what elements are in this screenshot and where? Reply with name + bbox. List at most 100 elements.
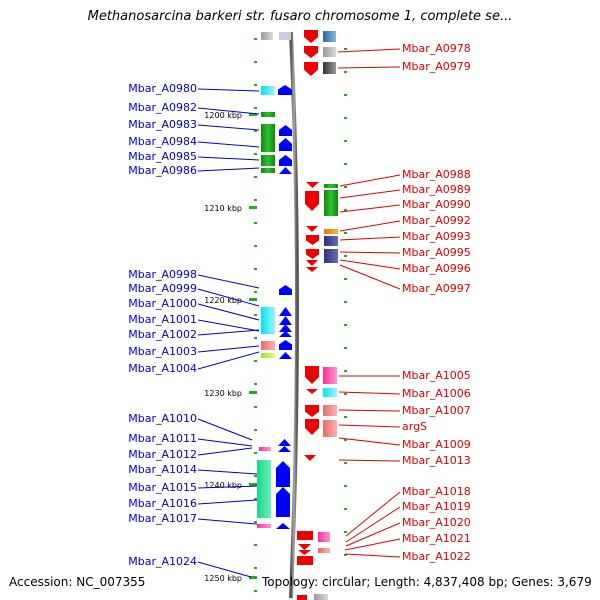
guide-dash	[254, 61, 257, 63]
left-gene-label: Mbar_A1011	[128, 432, 197, 445]
reverse-arrow	[298, 544, 311, 550]
tick-mark	[249, 576, 257, 579]
right-gene-label: Mbar_A1006	[402, 387, 471, 400]
tick-mark	[249, 298, 257, 301]
guide-dash	[254, 153, 257, 155]
left-gene-label: Mbar_A1000	[128, 297, 197, 310]
right-leader-line	[338, 459, 401, 462]
guide-dash	[254, 291, 257, 293]
guide-dash	[254, 314, 257, 316]
left-gene-label: Mbar_A1004	[128, 362, 197, 375]
left-gene-label: Mbar_A0982	[128, 101, 197, 114]
gene-box	[261, 32, 273, 40]
guide-dash	[344, 301, 347, 303]
gene-features	[251, 30, 338, 600]
right-gene-label: Mbar_A1018	[402, 485, 471, 498]
right-gene-label: Mbar_A0993	[402, 230, 471, 243]
gene-box	[323, 31, 336, 42]
guide-dash	[344, 370, 347, 372]
gene-box	[323, 367, 337, 384]
reverse-arrow	[298, 550, 311, 555]
reverse-arrow	[306, 249, 319, 259]
guide-dash	[254, 176, 257, 178]
forward-arrow	[276, 523, 290, 529]
left-leader-line	[197, 167, 260, 172]
right-gene-label: Mbar_A1020	[402, 516, 471, 529]
gene-box	[261, 168, 275, 173]
left-gene-label: Mbar_A0984	[128, 135, 197, 148]
left-gene-label: Mbar_A1014	[128, 463, 197, 476]
guide-dash	[344, 347, 347, 349]
forward-arrow	[279, 167, 292, 174]
gene-box	[323, 47, 336, 57]
reverse-arrow	[305, 191, 319, 211]
guide-dash	[344, 117, 347, 119]
right-gene-label: Mbar_A0990	[402, 198, 471, 211]
right-leader-line	[339, 259, 401, 270]
topology-value: circular	[321, 575, 367, 589]
right-gene-label: Mbar_A1007	[402, 404, 471, 417]
tick-label: 1230 kbp	[204, 389, 242, 398]
right-gene-label: Mbar_A1009	[402, 438, 471, 451]
guide-dash	[254, 452, 257, 454]
reverse-arrow	[306, 389, 318, 394]
left-leader-line	[197, 319, 260, 332]
left-gene-label: Mbar_A0999	[128, 282, 197, 295]
gene-box	[261, 307, 275, 334]
left-gene-labels: Mbar_A0980Mbar_A0982Mbar_A0983Mbar_A0984…	[128, 82, 260, 578]
right-leader-line	[339, 174, 401, 187]
gene-box	[324, 249, 338, 263]
guide-dash	[254, 245, 257, 247]
reverse-arrow	[306, 267, 318, 272]
gene-box	[261, 341, 275, 350]
gene-box	[314, 594, 328, 600]
gene-box	[297, 531, 313, 540]
right-leader-line	[339, 251, 401, 254]
right-leader-line	[339, 236, 401, 241]
left-leader-line	[197, 156, 260, 161]
tick-label: 1220 kbp	[204, 296, 242, 305]
guide-dash	[254, 406, 257, 408]
right-gene-label: Mbar_A1019	[402, 500, 471, 513]
gene-box	[318, 548, 330, 553]
guide-dash	[254, 222, 257, 224]
forward-arrow	[279, 352, 292, 359]
left-gene-label: Mbar_A1002	[128, 328, 197, 341]
left-leader-line	[197, 107, 260, 115]
reverse-arrow	[304, 455, 316, 461]
accession-label: Accession:	[9, 575, 73, 589]
forward-arrow	[279, 307, 292, 316]
gene-box	[261, 155, 275, 166]
reverse-arrow	[306, 182, 319, 188]
left-leader-line	[197, 518, 258, 525]
gene-box	[318, 532, 330, 542]
guide-dash	[254, 475, 257, 477]
guide-dash	[344, 485, 347, 487]
right-leader-line	[339, 264, 401, 290]
left-gene-label: Mbar_A1012	[128, 448, 197, 461]
left-leader-line	[197, 345, 260, 353]
map-title: Methanosarcina barkeri str. fusaro chrom…	[87, 9, 513, 24]
left-leader-line	[197, 485, 258, 489]
guide-dash	[344, 94, 347, 96]
left-leader-line	[197, 329, 260, 336]
accession-info: Accession: NC_007355	[9, 575, 145, 589]
gene-box	[323, 62, 336, 74]
guide-dash	[344, 140, 347, 142]
tick-label: 1210 kbp	[204, 204, 242, 213]
guide-dash	[254, 38, 257, 40]
length-label: Length:	[374, 575, 420, 589]
guide-dash	[254, 199, 257, 201]
right-leader-line	[345, 522, 401, 547]
guide-dash	[254, 130, 257, 132]
guide-dash	[344, 278, 347, 280]
left-gene-label: Mbar_A1016	[128, 497, 197, 510]
left-leader-line	[197, 288, 260, 307]
left-leader-line	[197, 447, 253, 456]
left-gene-label: Mbar_A0998	[128, 268, 197, 281]
right-leader-line	[345, 491, 401, 537]
left-gene-label: Mbar_A1015	[128, 481, 197, 494]
length-value: 4,837,408 bp	[423, 575, 504, 589]
genome-summary: Topology: circular; Length: 4,837,408 bp…	[262, 575, 592, 589]
guide-dash	[344, 531, 347, 533]
